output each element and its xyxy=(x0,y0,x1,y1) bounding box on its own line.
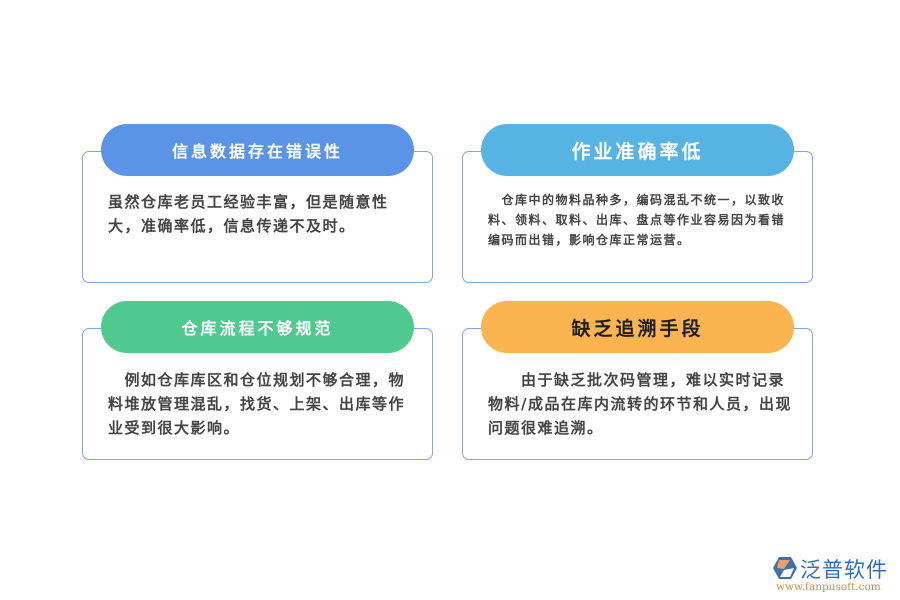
card-body-no-traceability: 由于缺乏批次码管理，难以实时记录物料/成品在库内流转的环节和人员，出现问题很难追… xyxy=(488,371,792,437)
card-title-low-accuracy: 作业准确率低 xyxy=(481,124,794,176)
card-title-info-error: 信息数据存在错误性 xyxy=(101,124,414,176)
card-title-no-traceability: 缺乏追溯手段 xyxy=(481,301,794,353)
logo-name: 泛普软件 xyxy=(800,558,888,582)
card-body-process-irregular: 例如仓库库区和仓位规划不够合理，物料堆放管理混乱，找货、上架、出库等作业受到很大… xyxy=(108,371,406,437)
fanpu-logo: 泛普软件 www.fanpusoft.com xyxy=(772,554,892,594)
fanpu-logo-icon xyxy=(773,557,797,579)
card-body-info-error: 虽然仓库老员工经验丰富，但是随意性大，准确率低，信息传递不及时。 xyxy=(108,193,389,235)
card-title-process-irregular: 仓库流程不够规范 xyxy=(101,301,414,353)
card-body-low-accuracy: 仓库中的物料品种多，编码混乱不统一，以致收料、领料、取料、出库、盘点等作业容易因… xyxy=(488,193,786,247)
logo-url: www.fanpusoft.com xyxy=(776,581,881,593)
